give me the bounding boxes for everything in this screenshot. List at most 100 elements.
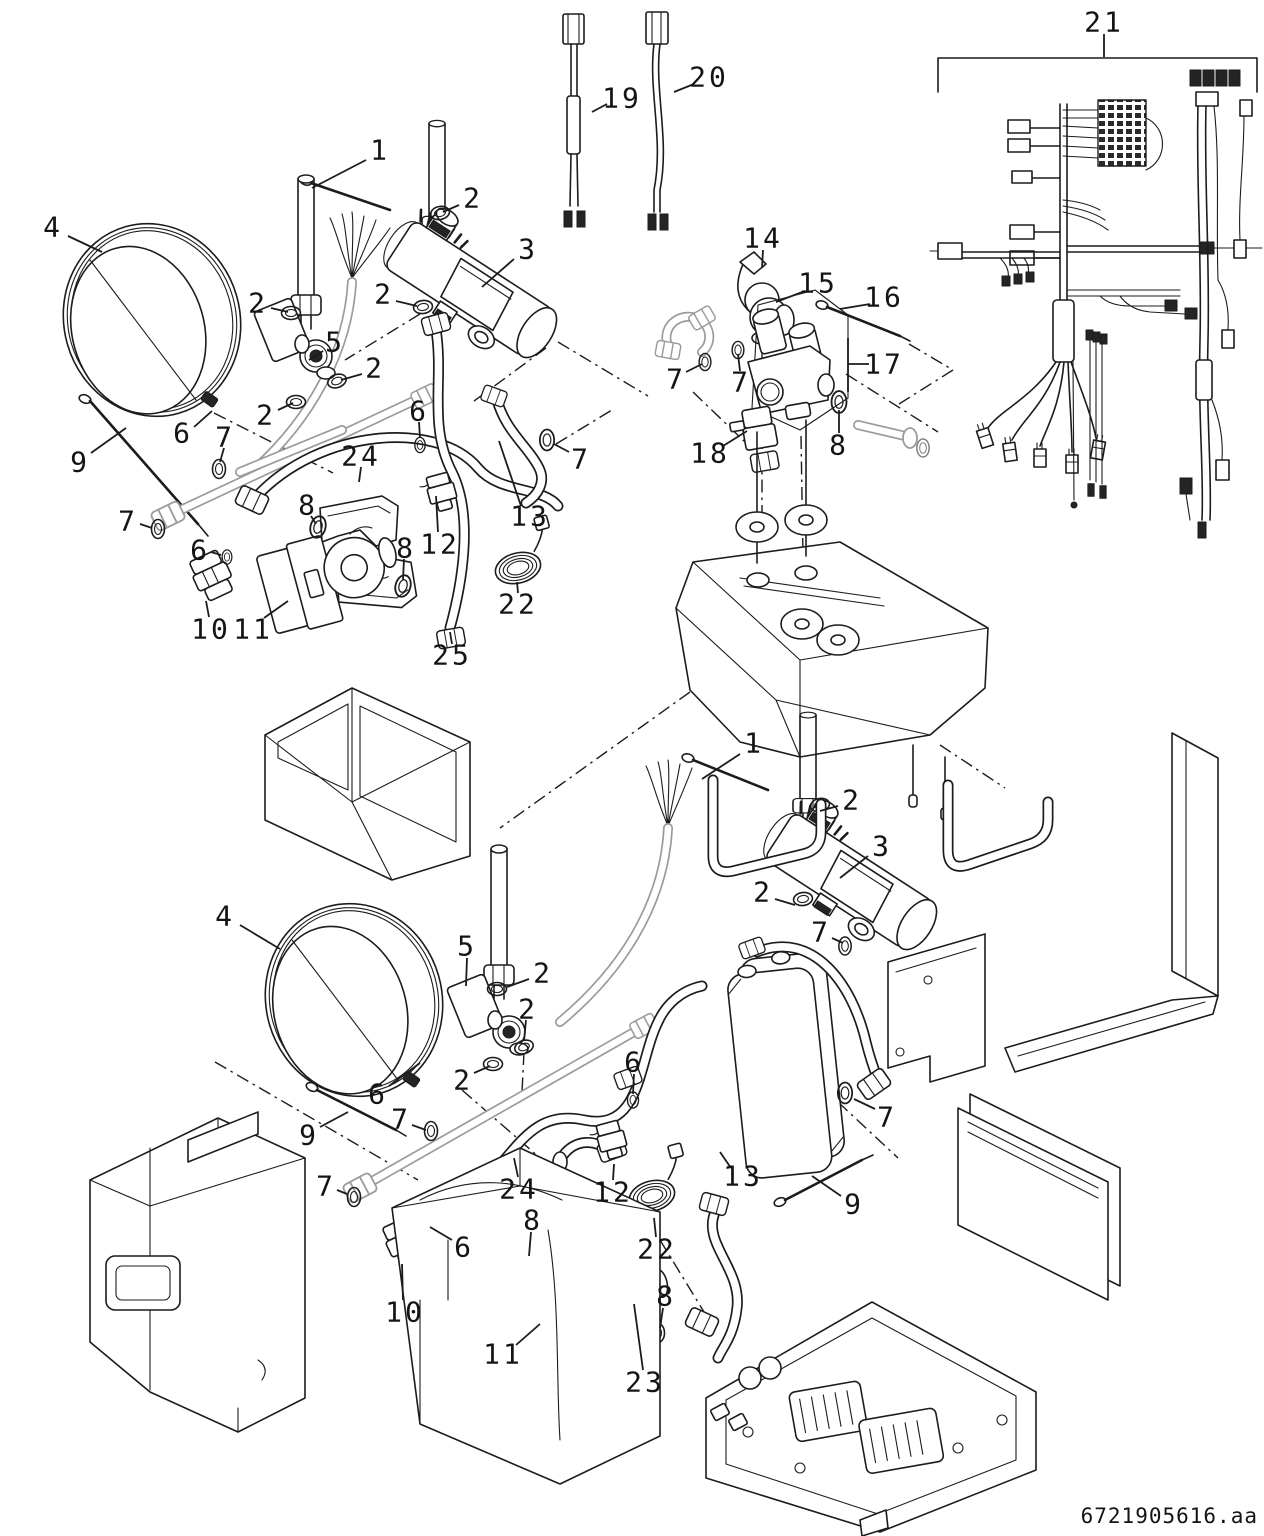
callout-label-1: 1 [370, 134, 390, 167]
callout-leader-6 [632, 1073, 635, 1095]
valve-group-17 [747, 289, 849, 431]
callout-leader-2 [340, 373, 363, 381]
gray-u-hose [654, 304, 718, 361]
callout-leader-13 [719, 1151, 732, 1169]
callout-leader-7 [336, 1189, 348, 1195]
wire-fan-upper [329, 211, 391, 279]
callout-label-3: 3 [872, 830, 892, 863]
gray-hose-lower [555, 823, 673, 1027]
callout-leader-9 [319, 1111, 349, 1128]
callout-leader-6 [388, 1062, 421, 1087]
callout-leader-16 [839, 303, 871, 310]
callout-label-1: 1 [744, 727, 764, 760]
capillary-sensor-9-lower-left [305, 1081, 407, 1137]
callout-leader-14 [761, 249, 764, 269]
callout-leader-7 [139, 523, 153, 529]
callout-leader-2 [277, 402, 294, 411]
callout-label-7: 7 [877, 1101, 897, 1134]
capillary-sensor-9-lower-right [773, 1154, 874, 1208]
callout-label-6: 6 [454, 1231, 474, 1264]
callout-leader-1 [311, 159, 367, 189]
callout-leader-7 [219, 447, 225, 463]
hose-24-upper [233, 432, 564, 517]
callout-leader-18 [722, 430, 748, 447]
callout-label-7: 7 [666, 363, 686, 396]
cable-tie-1-lower [681, 753, 770, 792]
callout-leader-8 [402, 558, 405, 581]
callout-label-6: 6 [368, 1078, 388, 1111]
callout-label-5: 5 [457, 930, 477, 963]
hose-arch-lower [737, 935, 893, 1102]
callout-leader-23 [633, 1303, 644, 1371]
callout-label-22: 22 [637, 1233, 677, 1266]
callout-label-9: 9 [70, 446, 90, 479]
cable-20 [645, 11, 669, 231]
callout-leader-10 [401, 1263, 404, 1301]
callout-leader-2 [270, 307, 289, 313]
upper-assembly [39, 120, 580, 650]
callout-leader-6 [210, 551, 222, 556]
callout-leader-6 [418, 421, 421, 439]
callout-leader-2 [506, 978, 530, 988]
middle-valve-group [654, 251, 930, 474]
callout-label-2: 2 [453, 1064, 473, 1097]
callout-label-3: 3 [518, 233, 538, 266]
mounting-plate-lower [887, 933, 986, 1083]
callout-label-10: 10 [191, 613, 231, 646]
callout-label-24: 24 [341, 440, 381, 473]
callout-label-10: 10 [385, 1296, 425, 1329]
callout-label-9: 9 [299, 1119, 319, 1152]
sensor-16 [815, 300, 911, 342]
fill-valve-18 [728, 405, 781, 474]
callout-label-2: 2 [533, 957, 553, 990]
callout-label-9: 9 [844, 1188, 864, 1221]
callout-label-12: 12 [593, 1176, 633, 1209]
callout-label-20: 20 [689, 61, 729, 94]
callout-label-23: 23 [625, 1366, 665, 1399]
callout-leader-1 [701, 753, 741, 780]
callout-label-13: 13 [510, 500, 550, 533]
callout-leader-13 [498, 440, 522, 507]
callout-label-7: 7 [571, 443, 591, 476]
part-number: 6721905616.aa [1081, 1504, 1258, 1528]
callout-label-2: 2 [248, 287, 268, 320]
callout-leader-3 [481, 258, 515, 288]
callout-label-14: 14 [743, 222, 783, 255]
callout-leader-22 [516, 581, 519, 594]
callout-leader-3 [839, 855, 869, 879]
callout-label-7: 7 [811, 916, 831, 949]
gray-pipes-upper [149, 382, 441, 533]
callout-label-18: 18 [690, 437, 730, 470]
callout-label-19: 19 [602, 82, 642, 115]
gray-fitting-right [853, 420, 930, 458]
callout-leader-7 [831, 937, 844, 944]
callout-label-15: 15 [798, 267, 838, 300]
callout-label-6: 6 [409, 395, 429, 428]
callout-leader-4 [67, 235, 103, 253]
callout-leader-7 [853, 1098, 876, 1110]
callout-label-2: 2 [463, 182, 483, 215]
callout-leader-5 [308, 350, 324, 361]
hose-13-upper [479, 383, 548, 509]
callout-leader-4 [239, 924, 281, 950]
top-cover [675, 419, 989, 821]
callout-leader-6 [429, 1226, 453, 1241]
harness-right-bundle [1179, 69, 1253, 539]
callout-label-8: 8 [829, 429, 849, 462]
callout-leader-6 [193, 410, 213, 428]
callout-leader-11 [515, 1323, 541, 1346]
callout-leader-7 [685, 363, 703, 373]
wire-fan-lower [645, 759, 693, 827]
callout-label-7: 7 [215, 421, 235, 454]
callout-leader-9 [811, 1175, 842, 1197]
callout-leader-24 [513, 1157, 519, 1178]
callout-label-8: 8 [396, 532, 416, 565]
hose-13-lower [683, 1191, 743, 1364]
callout-label-8: 8 [523, 1204, 543, 1237]
callout-leader-25 [449, 631, 453, 645]
callout-leader-24 [358, 466, 362, 483]
callout-label-7: 7 [316, 1170, 336, 1203]
callout-label-2: 2 [753, 876, 773, 909]
callout-label-21: 21 [1084, 6, 1124, 39]
